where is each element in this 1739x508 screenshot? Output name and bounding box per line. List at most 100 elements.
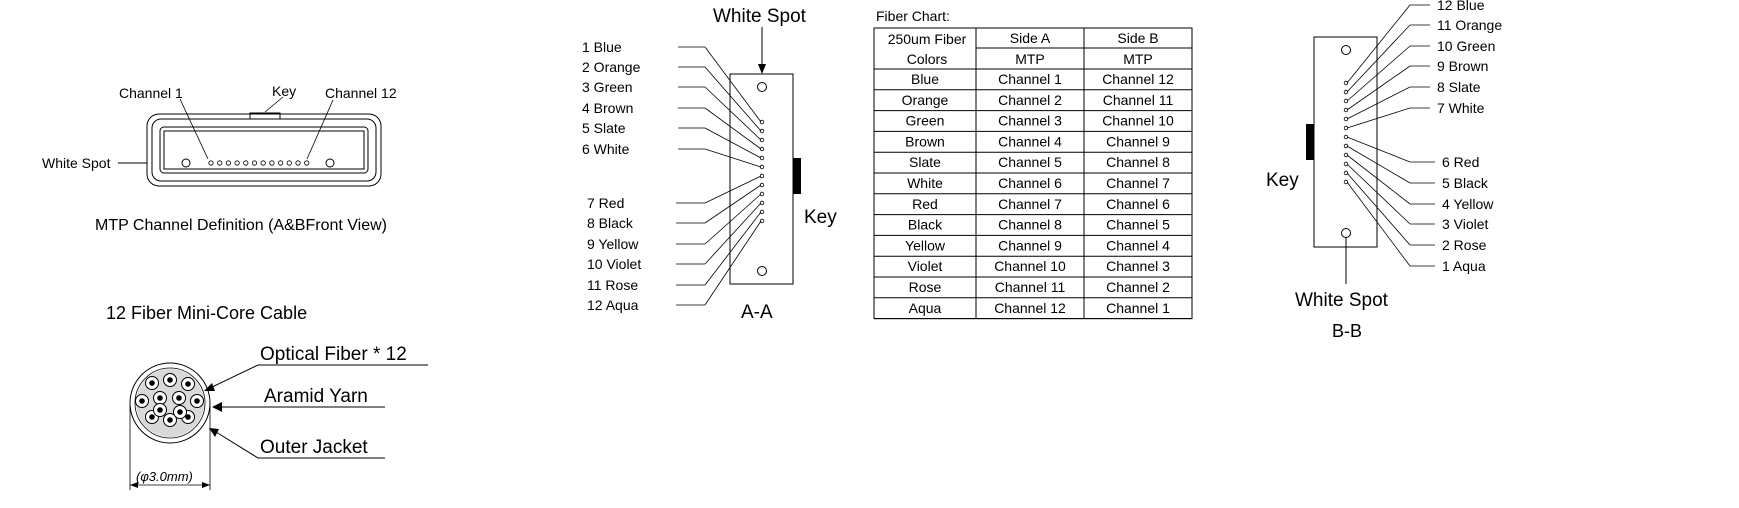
front-fiber-hole — [234, 160, 240, 166]
bb-fiber-leader — [1346, 4, 1411, 84]
cable-title: 12 Fiber Mini-Core Cable — [106, 303, 307, 323]
table-row: Red Channel 7 Channel 6 — [912, 196, 1170, 212]
key-label: Key — [272, 83, 296, 99]
cell-side-a: Channel 8 — [998, 217, 1062, 233]
aa-fiber-leader — [704, 107, 762, 150]
fiber-core — [149, 414, 155, 420]
cell-side-a: Channel 4 — [998, 133, 1062, 149]
aa-bottom-hole — [757, 266, 767, 276]
bb-white-spot-label: White Spot — [1295, 290, 1389, 311]
cell-side-a: Channel 7 — [998, 196, 1062, 212]
aa-top-hole — [757, 82, 767, 92]
bb-fiber-dot — [1343, 152, 1349, 158]
aa-fiber-leader — [704, 127, 762, 159]
aa-white-spot-arrowhead — [758, 64, 766, 74]
cell-side-b: Channel 10 — [1102, 113, 1174, 129]
fiber-core — [167, 417, 173, 423]
aa-fiber-dot — [759, 173, 765, 179]
ferrule-inner — [163, 130, 365, 170]
bb-fiber-label: 4 Yellow — [1442, 196, 1494, 212]
connector-inner-shell — [151, 118, 377, 182]
fiber-core — [157, 395, 163, 401]
bb-fiber-label: 12 Blue — [1437, 0, 1485, 13]
diameter-label: (φ3.0mm) — [136, 469, 193, 484]
bb-top-hole — [1341, 45, 1351, 55]
aa-fiber-leader — [704, 86, 762, 141]
cell-side-b: Channel 9 — [1106, 133, 1170, 149]
front-fiber-hole — [295, 160, 301, 166]
aa-white-spot-label: White Spot — [713, 6, 807, 27]
aa-fiber-leader — [704, 211, 762, 286]
header-mtp-b: MTP — [1123, 51, 1153, 67]
table-row: Black Channel 8 Channel 5 — [908, 217, 1170, 233]
cell-side-b: Channel 3 — [1106, 258, 1170, 274]
aa-fiber-label: 10 Violet — [587, 256, 641, 272]
header-side-a: Side A — [1010, 30, 1051, 46]
bb-key-label: Key — [1266, 170, 1299, 191]
optical-fiber-arrow — [204, 383, 215, 391]
aa-fiber-label: 8 Black — [587, 215, 634, 231]
aa-fiber-dot — [759, 119, 765, 125]
cell-fiber-color: Slate — [909, 154, 941, 170]
dim-arrow-right — [202, 482, 210, 488]
aa-fiber-label: 1 Blue — [582, 39, 622, 55]
fiber-core — [139, 398, 145, 404]
cell-side-a: Channel 6 — [998, 175, 1062, 191]
aa-fiber-leader — [704, 46, 762, 123]
front-fiber-hole — [286, 160, 292, 166]
bb-fiber-leader — [1346, 86, 1411, 120]
bb-fiber-leader — [1346, 172, 1411, 246]
bb-fiber-leader — [1346, 154, 1411, 205]
cell-side-a: Channel 3 — [998, 113, 1062, 129]
channel12-leader — [306, 99, 334, 160]
cell-side-b: Channel 7 — [1106, 175, 1170, 191]
bb-fiber-label: 9 Brown — [1437, 58, 1488, 74]
front-fiber-hole — [277, 160, 284, 166]
jacket-arrow — [209, 428, 219, 437]
cell-fiber-color: Aqua — [909, 300, 942, 316]
aa-key — [793, 158, 801, 194]
cell-fiber-color: Orange — [902, 92, 949, 108]
cell-side-b: Channel 6 — [1106, 196, 1170, 212]
key-notch — [249, 112, 281, 119]
fiber-core — [157, 407, 163, 413]
fiber-core — [194, 398, 200, 404]
cell-side-a: Channel 10 — [994, 258, 1066, 274]
cell-fiber-color: Red — [912, 196, 938, 212]
bb-fiber-dot — [1343, 89, 1349, 95]
fiber-chart-grid — [873, 27, 1193, 320]
cell-fiber-color: Black — [908, 217, 943, 233]
fiber-chart-title: Fiber Chart: — [876, 8, 950, 24]
cell-fiber-color: Violet — [908, 258, 943, 274]
connector-outer-shell — [146, 113, 382, 187]
aa-fiber-leader — [704, 66, 762, 132]
aramid-label: Aramid Yarn — [264, 386, 368, 407]
front-fiber-hole — [217, 160, 223, 166]
bb-fiber-leader — [1346, 24, 1411, 93]
aa-fiber-leader — [704, 175, 762, 204]
key-leader — [264, 96, 284, 113]
mtp-front-view: Channel 1 Key Channel 12 White Spot MTP … — [42, 83, 397, 234]
header-fiber-colors-1: 250um Fiber — [888, 31, 967, 47]
cell-side-a: Channel 11 — [995, 279, 1066, 295]
bb-fiber-dot — [1343, 170, 1349, 176]
bb-caption: B-B — [1332, 321, 1362, 341]
aa-fiber-dot — [759, 137, 765, 143]
channel1-label: Channel 1 — [119, 85, 183, 101]
cell-side-b: Channel 5 — [1106, 217, 1170, 233]
cell-side-a: Channel 9 — [998, 237, 1062, 253]
aa-fiber-dot — [759, 164, 765, 170]
optical-fiber-leader — [209, 364, 259, 389]
fiber-core — [167, 377, 173, 383]
aa-fiber-leader — [704, 202, 762, 265]
bb-fiber-label: 5 Black — [1442, 175, 1489, 191]
aa-fiber-label: 9 Yellow — [587, 236, 639, 252]
fiber-chart: Fiber Chart: 250um Fiber Colors Side A S… — [873, 8, 1193, 320]
front-fiber-hole — [304, 160, 310, 166]
aa-fiber-dot — [759, 200, 765, 206]
